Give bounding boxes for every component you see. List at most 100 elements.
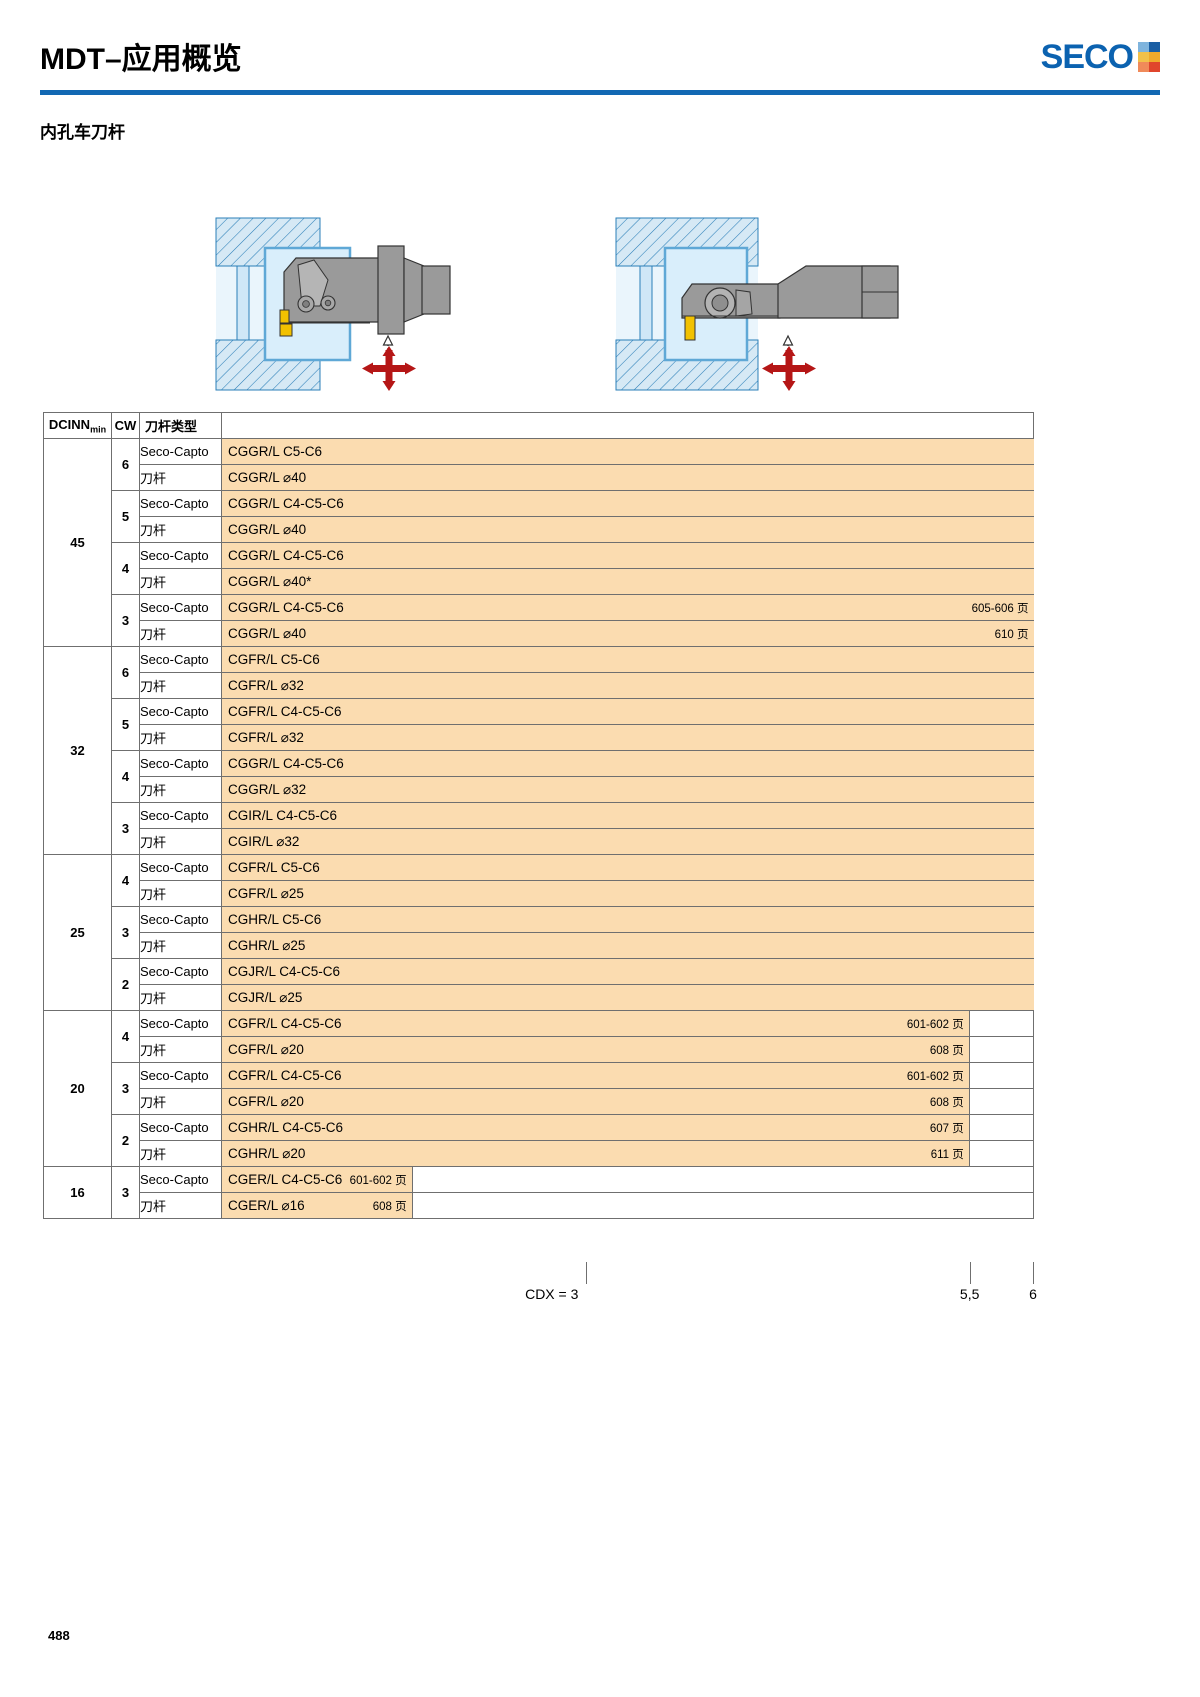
feed-direction-arrows — [362, 334, 416, 391]
cw-value: 4 — [111, 1010, 140, 1063]
tool-type-label: Seco-Capto — [139, 542, 222, 569]
tool-type-label: 刀杆 — [139, 880, 222, 907]
page-reference[interactable]: 601-602 页 — [349, 1174, 407, 1187]
page-reference[interactable]: 601-602 页 — [906, 1018, 964, 1031]
tool-type-label: Seco-Capto — [139, 490, 222, 517]
coverage-bar-cell: CGFR/L C4-C5-C6 — [221, 698, 1034, 725]
coverage-bar: CGHR/L C4-C5-C6 607 页 — [222, 1115, 970, 1140]
axis-tick — [1033, 1262, 1034, 1284]
page-reference[interactable]: 610 页 — [994, 628, 1029, 641]
tool-type-label: Seco-Capto — [139, 958, 222, 985]
page-reference[interactable]: 605-606 页 — [971, 602, 1029, 615]
page-reference[interactable]: 608 页 — [929, 1096, 964, 1109]
boring-bar-shank-figure — [615, 217, 899, 391]
tool-type-label: Seco-Capto — [139, 750, 222, 777]
page-reference[interactable]: 608 页 — [929, 1044, 964, 1057]
page-title-prefix: MDT — [40, 43, 105, 76]
designation-label: CGGR/L C4-C5-C6 — [228, 548, 344, 563]
page-reference[interactable]: 611 页 — [930, 1148, 964, 1161]
tool-type-label: Seco-Capto — [139, 802, 222, 829]
header-divider — [40, 90, 1160, 95]
coverage-bar: CGIR/L C4-C5-C6 — [222, 803, 1034, 828]
designation-label: CGHR/L ⌀20 — [228, 1145, 306, 1161]
cw-value: 3 — [111, 1062, 140, 1115]
designation-label: CGFR/L C4-C5-C6 — [228, 704, 342, 719]
tool-type-label: Seco-Capto — [139, 698, 222, 725]
page-reference[interactable]: 601-602 页 — [906, 1070, 964, 1083]
header-cw: CW — [111, 412, 140, 439]
coverage-bar-cell: CGGR/L C4-C5-C6 — [221, 490, 1034, 517]
coverage-bar-cell: CGFR/L C4-C5-C6 601-602 页 — [221, 1010, 1034, 1037]
axis-tick — [969, 1262, 971, 1284]
designation-label: CGJR/L C4-C5-C6 — [228, 964, 341, 979]
designation-label: CGGR/L ⌀32 — [228, 781, 307, 797]
tool-type-label: 刀杆 — [139, 1192, 222, 1219]
cw-value: 6 — [111, 646, 140, 699]
tool-type-label: 刀杆 — [139, 984, 222, 1011]
axis-tick — [586, 1262, 588, 1284]
cw-value: 3 — [111, 594, 140, 647]
tool-type-label: Seco-Capto — [139, 906, 222, 933]
designation-label: CGFR/L C5-C6 — [228, 860, 320, 875]
designation-label: CGGR/L C4-C5-C6 — [228, 756, 344, 771]
tool-type-label: 刀杆 — [139, 516, 222, 543]
page-header: MDT–应用概览 SECO 内孔车刀杆 — [0, 0, 1200, 142]
page-reference[interactable]: 607 页 — [929, 1122, 964, 1135]
tool-type-label: 刀杆 — [139, 776, 222, 803]
coverage-bar-cell: CGGR/L ⌀40 — [221, 516, 1034, 543]
coverage-bar-cell: CGHR/L ⌀20 611 页 — [221, 1140, 1034, 1167]
coverage-bar-cell: CGHR/L C5-C6 — [221, 906, 1034, 933]
dcinn-value: 32 — [43, 646, 112, 855]
dcinn-value: 45 — [43, 438, 112, 647]
coverage-bar-cell: CGHR/L C4-C5-C6 607 页 — [221, 1114, 1034, 1141]
cw-value: 3 — [111, 1166, 140, 1219]
swatch-5 — [1149, 62, 1160, 72]
coverage-bar: CGGR/L ⌀40 — [222, 517, 1034, 542]
swatch-1 — [1149, 42, 1160, 52]
axis-tick-label: 5,5 — [959, 1286, 980, 1302]
tool-type-label: Seco-Capto — [139, 1010, 222, 1037]
boring-bar-body — [681, 265, 899, 341]
illustration-row — [0, 210, 1200, 400]
coverage-bar-cell: CGGR/L C4-C5-C6 — [221, 542, 1034, 569]
coverage-bar-cell: CGIR/L ⌀32 — [221, 828, 1034, 855]
cw-value: 6 — [111, 438, 140, 491]
designation-label: CGFR/L C4-C5-C6 — [228, 1016, 342, 1031]
designation-label: CGHR/L C4-C5-C6 — [228, 1120, 344, 1135]
coverage-bar: CGFR/L ⌀32 — [222, 725, 1034, 750]
swatch-4 — [1138, 62, 1149, 72]
coverage-bar-cell: CGGR/L C5-C6 — [221, 438, 1034, 465]
cw-value: 2 — [111, 1114, 140, 1167]
seco-logo: SECO — [1041, 40, 1160, 74]
cw-value: 4 — [111, 854, 140, 907]
boring-bar-body — [279, 245, 451, 337]
coverage-bar-cell: CGJR/L C4-C5-C6 — [221, 958, 1034, 985]
designation-label: CGGR/L ⌀40 — [228, 521, 307, 537]
page-reference[interactable]: 608 页 — [372, 1200, 407, 1213]
coverage-bar: CGFR/L ⌀32 — [222, 673, 1034, 698]
tool-type-label: Seco-Capto — [139, 646, 222, 673]
designation-label: CGHR/L C5-C6 — [228, 912, 322, 927]
coverage-bar-cell: CGFR/L ⌀25 — [221, 880, 1034, 907]
